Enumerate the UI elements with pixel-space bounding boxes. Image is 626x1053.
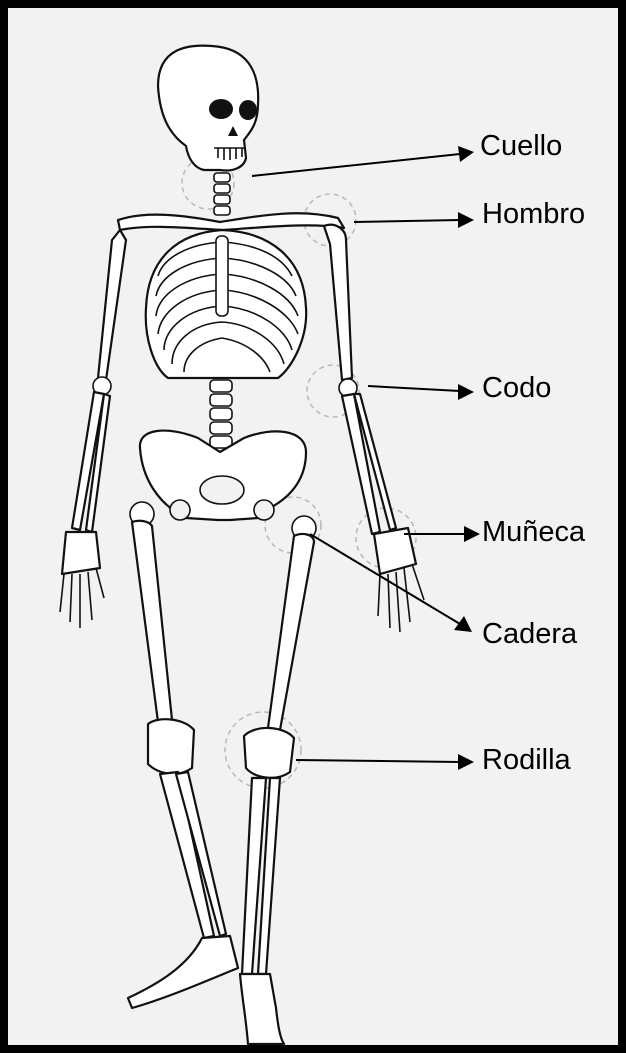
diagram-frame: Cuello Hombro Codo Muñeca Cadera Rodilla <box>8 8 618 1045</box>
elbow-pointer-arrowhead <box>458 384 474 400</box>
right-leg <box>240 516 316 1044</box>
wrist-pointer-arrowhead <box>464 526 480 542</box>
neck-pointer-line <box>252 154 460 176</box>
label-knee: Rodilla <box>482 746 571 775</box>
cervical-spine <box>214 173 230 215</box>
hip-pointer-arrowhead <box>454 616 472 632</box>
right-arm <box>324 225 424 632</box>
lumbar-spine <box>210 380 232 448</box>
left-leg <box>128 502 238 1008</box>
label-neck: Cuello <box>480 132 562 161</box>
skull <box>158 46 258 171</box>
knee-pointer-line <box>296 760 460 762</box>
elbow-pointer-line <box>368 386 460 391</box>
left-arm <box>60 230 126 628</box>
label-wrist: Muñeca <box>482 518 585 547</box>
knee-pointer-arrowhead <box>458 754 474 770</box>
label-shoulder: Hombro <box>482 200 585 229</box>
shoulder-pointer-arrowhead <box>458 212 474 228</box>
rib-cage <box>146 230 306 378</box>
skeleton-illustration <box>60 46 424 1044</box>
shoulder-pointer-line <box>354 220 460 222</box>
label-hip: Cadera <box>482 620 577 649</box>
label-elbow: Codo <box>482 374 551 403</box>
neck-pointer-arrowhead <box>458 146 474 162</box>
